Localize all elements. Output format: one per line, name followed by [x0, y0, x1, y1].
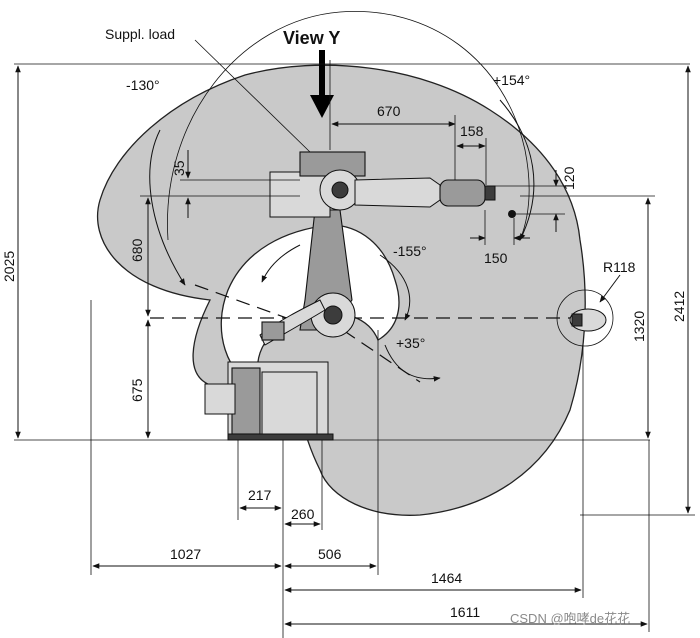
dim-506: 506 — [318, 546, 342, 562]
dim-120: 120 — [561, 166, 577, 190]
label-suppl-load: Suppl. load — [105, 26, 175, 42]
dim-1611: 1611 — [450, 604, 480, 620]
tcp-point — [508, 210, 516, 218]
dim-680: 680 — [129, 238, 145, 262]
robot-lower-arm — [259, 209, 356, 346]
watermark: CSDN @咆哮de花花 — [510, 611, 630, 626]
dim-150: 150 — [484, 250, 508, 266]
label-angle-pos35: +35° — [396, 335, 425, 351]
dim-670: 670 — [377, 103, 401, 119]
dim-217: 217 — [248, 487, 272, 503]
axis-diag-low — [324, 317, 421, 383]
arc-neg155 — [379, 254, 411, 321]
robot-base — [204, 361, 334, 441]
arc-neg155-left — [261, 244, 301, 283]
arc-neg130 — [149, 129, 186, 286]
dim-2412: 2412 — [671, 291, 687, 322]
label-r118: R118 — [603, 259, 636, 275]
label-angle-neg130: -130° — [126, 77, 160, 93]
label-view-y: View Y — [283, 28, 340, 48]
robot-wrist-position — [556, 289, 614, 347]
dim-1464: 1464 — [431, 570, 462, 586]
label-angle-pos154: +154° — [493, 72, 530, 88]
dim-35: 35 — [171, 160, 187, 176]
dim-1027: 1027 — [170, 546, 201, 562]
dim-158: 158 — [460, 123, 484, 139]
label-angle-neg155: -155° — [393, 243, 427, 259]
dim-2025: 2025 — [1, 251, 17, 282]
suppl-load-leader — [194, 39, 311, 153]
dim-1320: 1320 — [631, 311, 647, 342]
reach-arc-top — [167, 11, 530, 241]
robot-upper-arm — [269, 151, 496, 218]
view-y-arrow-head — [310, 95, 334, 118]
arc-pos154 — [499, 99, 535, 241]
dim-675: 675 — [129, 378, 145, 402]
r118-leader — [599, 274, 621, 303]
dim-260: 260 — [291, 506, 315, 522]
